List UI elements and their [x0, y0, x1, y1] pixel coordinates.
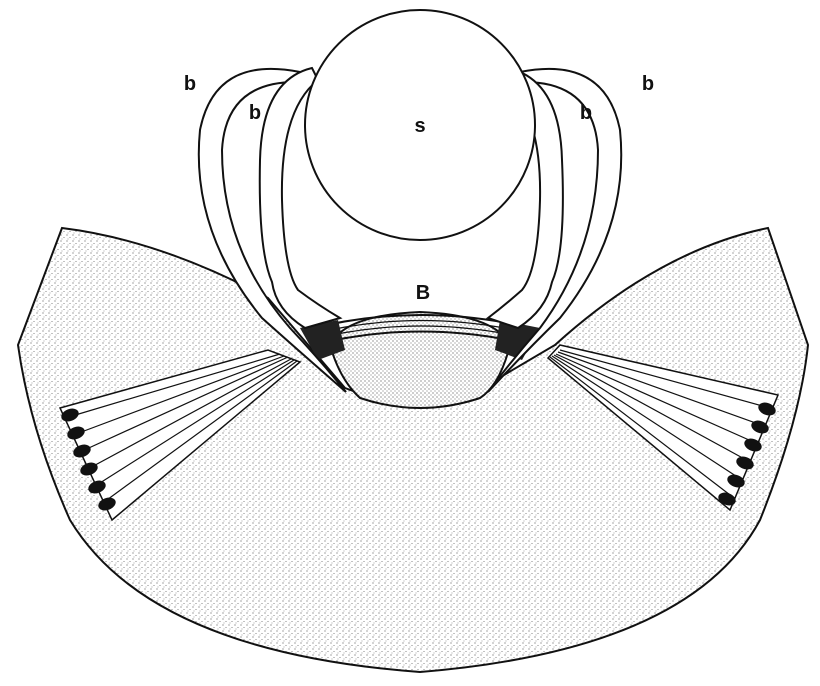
right-nuclei	[718, 402, 776, 506]
nucleus	[80, 462, 98, 476]
nucleus	[736, 456, 754, 470]
inner-right-stalk	[485, 66, 564, 330]
inner-right-stalk-label: b	[580, 102, 592, 124]
nucleus	[744, 438, 762, 452]
nucleus	[73, 444, 91, 458]
inner-left-stalk	[258, 66, 343, 330]
bridge-right-end	[495, 320, 540, 360]
outer-left-stalk	[197, 67, 347, 393]
bridge-label: B	[416, 282, 430, 304]
inner-left-stalk-label: b	[249, 102, 261, 124]
nucleus	[67, 426, 85, 440]
nucleus	[718, 492, 736, 506]
right-nerve-fibers	[549, 349, 771, 499]
left-nerve-fibers	[71, 353, 298, 506]
nucleus	[88, 480, 106, 494]
nucleus	[751, 420, 769, 434]
sphere-label: s	[414, 115, 425, 137]
nucleus	[61, 408, 79, 422]
sphere	[304, 9, 536, 241]
outer-right-stalk	[487, 67, 623, 393]
left-nuclei	[61, 408, 116, 511]
right-nerve-fan	[546, 344, 780, 512]
outer-right-stalk-label: b	[642, 73, 654, 95]
bridge-left-end	[300, 320, 345, 360]
central-dome	[328, 310, 512, 409]
nucleus	[98, 497, 116, 511]
nucleus	[727, 474, 745, 488]
outer-left-stalk-label: b	[184, 73, 196, 95]
nucleus	[758, 402, 776, 416]
